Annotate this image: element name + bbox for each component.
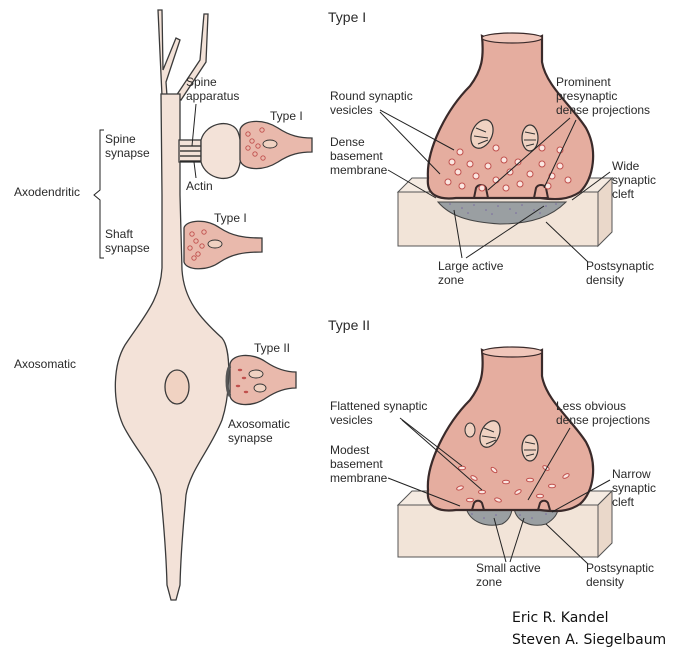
label-post-density-1: Postsynaptic xyxy=(586,259,654,273)
label-wide-cleft-2: synaptic xyxy=(612,173,656,187)
type2-title: Type II xyxy=(328,317,370,333)
label-modest-membrane: Modest xyxy=(330,443,370,457)
label-axosomatic-synapse-2: synapse xyxy=(228,431,273,445)
label-wide-cleft-3: cleft xyxy=(612,187,635,201)
label-post-density-2b: density xyxy=(586,575,624,589)
type2-synapse xyxy=(398,347,612,557)
label-shaft-synapse: Shaft xyxy=(105,227,134,241)
terminal-shaft-type1 xyxy=(184,221,262,269)
terminal-axosomatic-type2 xyxy=(227,355,296,404)
type1-title: Type I xyxy=(328,9,366,25)
label-modest-membrane-2: basement xyxy=(330,457,383,471)
label-narrow-cleft: Narrow xyxy=(612,467,651,481)
label-type1-top: Type I xyxy=(270,109,303,123)
label-type1-mid: Type I xyxy=(214,211,247,225)
label-flattened: Flattened synaptic xyxy=(330,399,427,413)
label-small-zone: Small active xyxy=(476,561,541,575)
label-round-vesicles: Round synaptic xyxy=(330,89,413,103)
label-round-vesicles-2: vesicles xyxy=(330,103,373,117)
label-shaft-synapse-2: synapse xyxy=(105,241,150,255)
label-prominent: Prominent xyxy=(556,75,611,89)
label-narrow-cleft-2: synaptic xyxy=(612,481,656,495)
label-wide-cleft: Wide xyxy=(612,159,640,173)
label-modest-membrane-3: membrane xyxy=(330,471,388,485)
credit-author-2: Steven A. Siegelbaum xyxy=(512,632,666,648)
label-small-zone-2: zone xyxy=(476,575,502,589)
credit-author-1: Eric R. Kandel xyxy=(512,610,609,626)
label-large-zone-2: zone xyxy=(438,273,464,287)
terminal-spine-type1 xyxy=(240,121,312,168)
label-post-density-2: Postsynaptic xyxy=(586,561,654,575)
dendrite-branch xyxy=(158,10,180,96)
label-spine-apparatus: Spine xyxy=(186,75,217,89)
label-axosomatic-synapse: Axosomatic xyxy=(228,417,290,431)
label-spine-apparatus-2: apparatus xyxy=(186,89,239,103)
label-dense-membrane-3: membrane xyxy=(330,163,388,177)
nucleus xyxy=(165,370,189,404)
label-large-zone: Large active xyxy=(438,259,504,273)
label-spine-synapse-2: synapse xyxy=(105,146,150,160)
label-spine-synapse: Spine xyxy=(105,132,136,146)
label-prominent-3: dense projections xyxy=(556,103,650,117)
label-post-density-1b: density xyxy=(586,273,624,287)
label-prominent-2: presynaptic xyxy=(556,89,617,103)
label-actin: Actin xyxy=(186,179,213,193)
label-less-obvious: Less obvious xyxy=(556,399,626,413)
type1-synapse xyxy=(398,33,612,246)
spine-head xyxy=(201,124,241,179)
label-type2: Type II xyxy=(254,341,290,355)
label-flattened-2: vesicles xyxy=(330,413,373,427)
label-dense-membrane-2: basement xyxy=(330,149,383,163)
brace xyxy=(94,130,104,258)
label-dense-membrane: Dense xyxy=(330,135,365,149)
label-axosomatic: Axosomatic xyxy=(14,357,76,371)
label-narrow-cleft-3: cleft xyxy=(612,495,635,509)
label-less-obvious-2: dense projections xyxy=(556,413,650,427)
label-axodendritic: Axodendritic xyxy=(14,185,80,199)
